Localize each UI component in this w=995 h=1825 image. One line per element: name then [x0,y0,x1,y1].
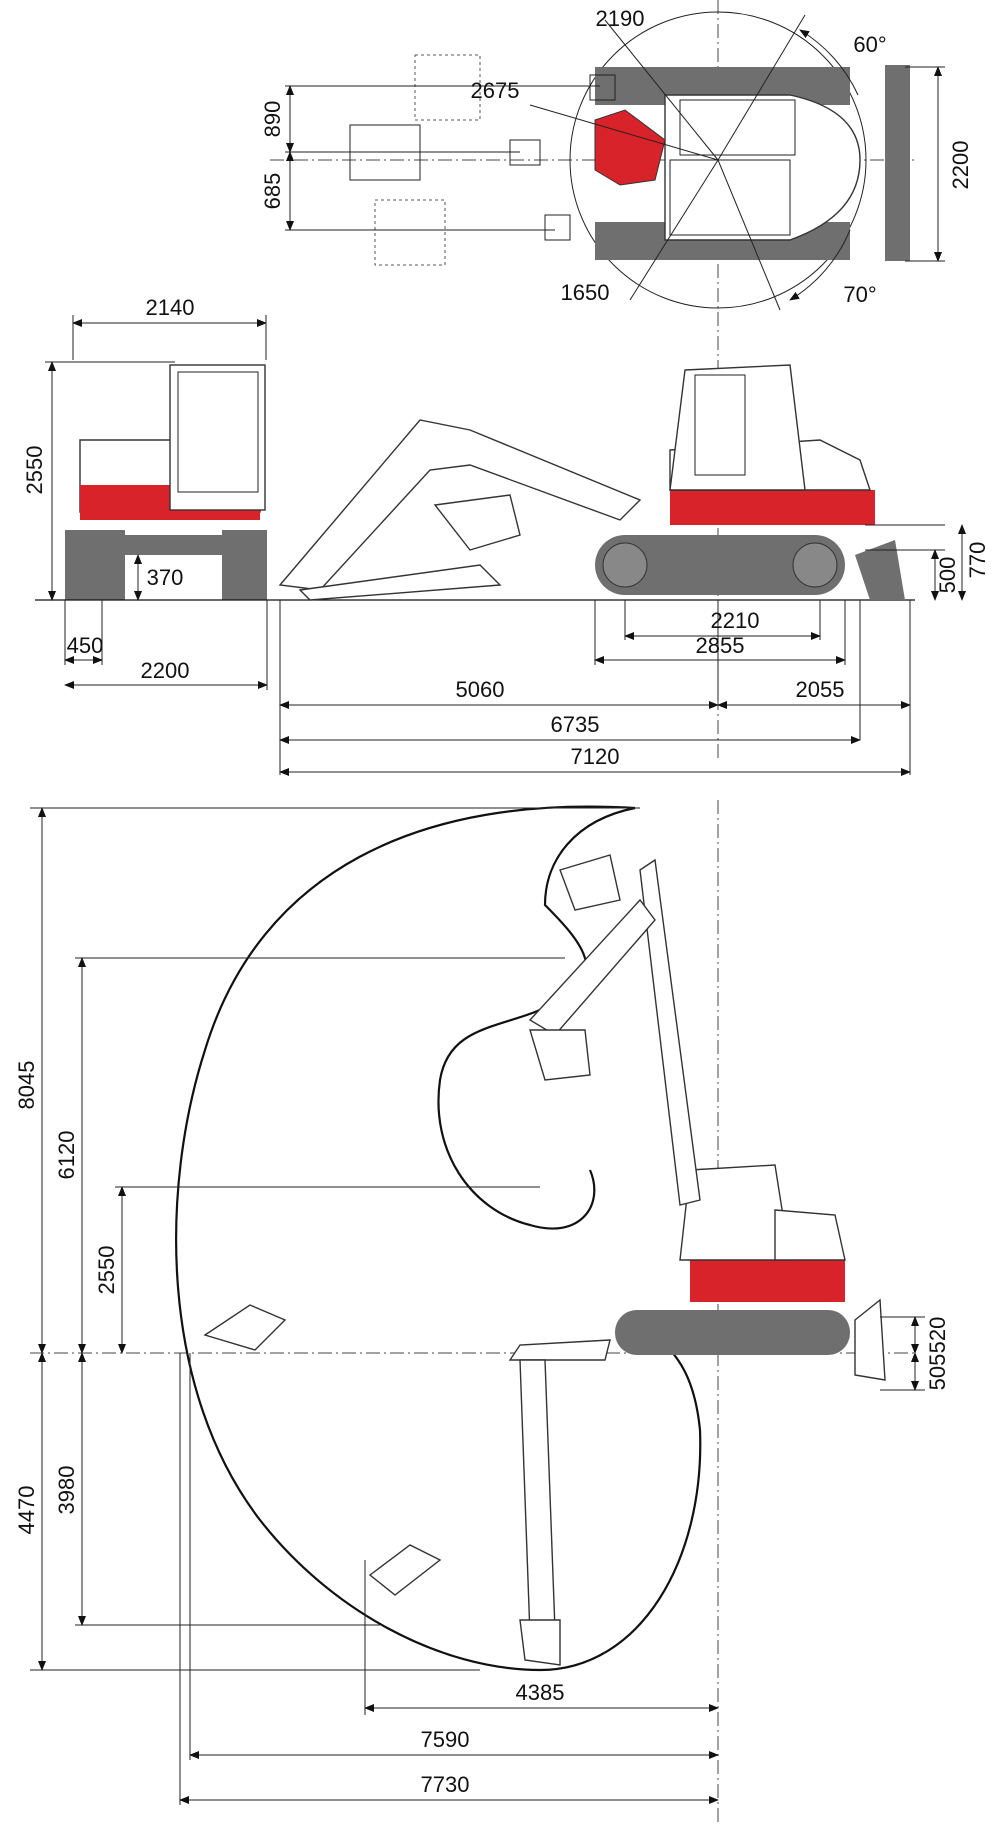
range-520-label: 520 [925,1317,950,1354]
dozer-blade-top [885,65,910,261]
range-lowered-boom [508,1339,611,1361]
side-7120-label: 7120 [571,744,620,769]
range-ground-bucket [203,1304,287,1351]
top-view: 890 685 2200 2190 60° 2675 1650 70° [260,0,973,760]
top-2200-label: 2200 [948,141,973,190]
top-2190-label: 2190 [596,6,645,31]
digging-envelope-outer [175,805,702,1672]
range-7590-label: 7590 [421,1727,470,1752]
range-lowered-arm [519,1359,556,1636]
range-2550-label: 2550 [94,1246,119,1295]
range-3980-label: 3980 [54,1466,79,1515]
front-2550-label: 2550 [22,446,47,495]
side-500-label: 500 [935,557,960,594]
range-pit-bucket [368,1544,442,1596]
side-bucket [433,494,521,551]
front-2200-label: 2200 [141,658,190,683]
side-2055-label: 2055 [796,677,845,702]
range-4385-label: 4385 [516,1680,565,1705]
side-view: 2210 2855 500 770 5060 2055 6735 7120 [278,364,990,776]
top-1650-label: 1650 [561,280,610,305]
range-4470-label: 4470 [14,1486,39,1535]
side-dozer-blade [855,540,905,600]
range-505-label: 505 [925,1354,950,1391]
range-raised-arm [528,898,656,1036]
side-6735-label: 6735 [551,712,600,737]
side-cab [669,364,806,491]
side-track [595,535,845,595]
side-arm [298,564,502,601]
top-70deg-label: 70° [843,282,876,307]
side-red-body [670,490,875,525]
range-track [615,1310,850,1355]
top-685-label: 685 [260,173,285,210]
front-view: 2140 2550 370 450 2200 [22,295,915,690]
swing-boom-red [594,109,666,186]
range-raised-boom [639,858,701,1206]
front-cab [169,364,266,511]
side-5060-label: 5060 [456,677,505,702]
cab-roof-top [669,159,791,236]
working-range-view: 8045 6120 2550 3980 4470 520 505 4385 75… [14,800,950,1825]
front-370-label: 370 [147,565,184,590]
top-60deg-label: 60° [853,32,886,57]
top-2675-label: 2675 [471,78,520,103]
range-blade [854,1298,886,1381]
front-2140-label: 2140 [146,295,195,320]
digging-envelope-inner [437,806,636,1230]
upper-structure-top [664,94,861,241]
side-2855-label: 2855 [696,633,745,658]
range-deep-bucket [519,1619,561,1666]
range-7730-label: 7730 [421,1772,470,1797]
tail-swing-circle [569,11,867,309]
side-boom [278,419,642,591]
range-6120-label: 6120 [54,1131,79,1180]
side-770-label: 770 [965,542,990,579]
range-8045-label: 8045 [14,1061,39,1110]
front-450-label: 450 [67,633,104,658]
range-red-body [690,1260,845,1302]
side-2210-label: 2210 [711,608,760,633]
top-890-label: 890 [260,101,285,138]
